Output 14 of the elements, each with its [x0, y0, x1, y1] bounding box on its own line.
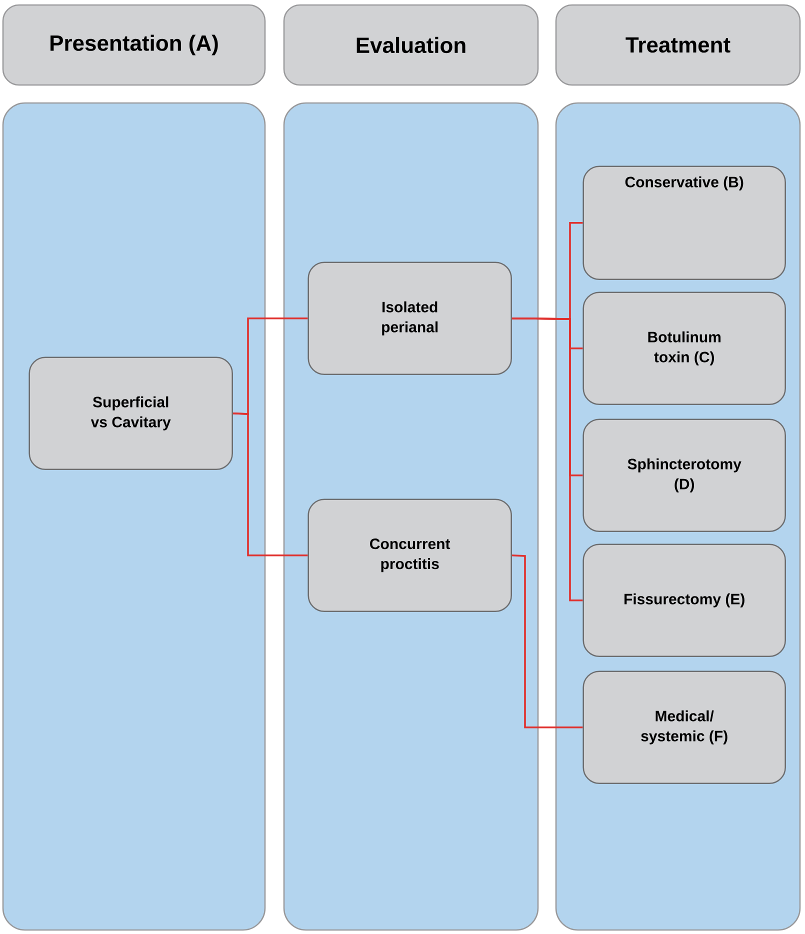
process-box: Isolated perianal — [308, 262, 512, 375]
process-box: Conservative (B) — [582, 166, 786, 280]
process-box: Fissurectomy (E) — [582, 544, 786, 657]
process-box: Botulinum toxin (C) — [582, 292, 786, 405]
column-header: Evaluation — [283, 4, 539, 86]
process-box: Sphincterotomy (D) — [582, 418, 786, 532]
column-header: Treatment — [555, 4, 801, 86]
connector-line — [232, 412, 308, 556]
process-box: Concurrent proctitis — [308, 498, 512, 612]
connector-line — [512, 317, 583, 602]
process-box: Medical/ systemic (F) — [582, 670, 786, 784]
column-header: Presentation (A) — [2, 4, 266, 86]
connector-line — [512, 554, 583, 728]
process-box: Superficial vs Cavitary — [28, 356, 233, 470]
